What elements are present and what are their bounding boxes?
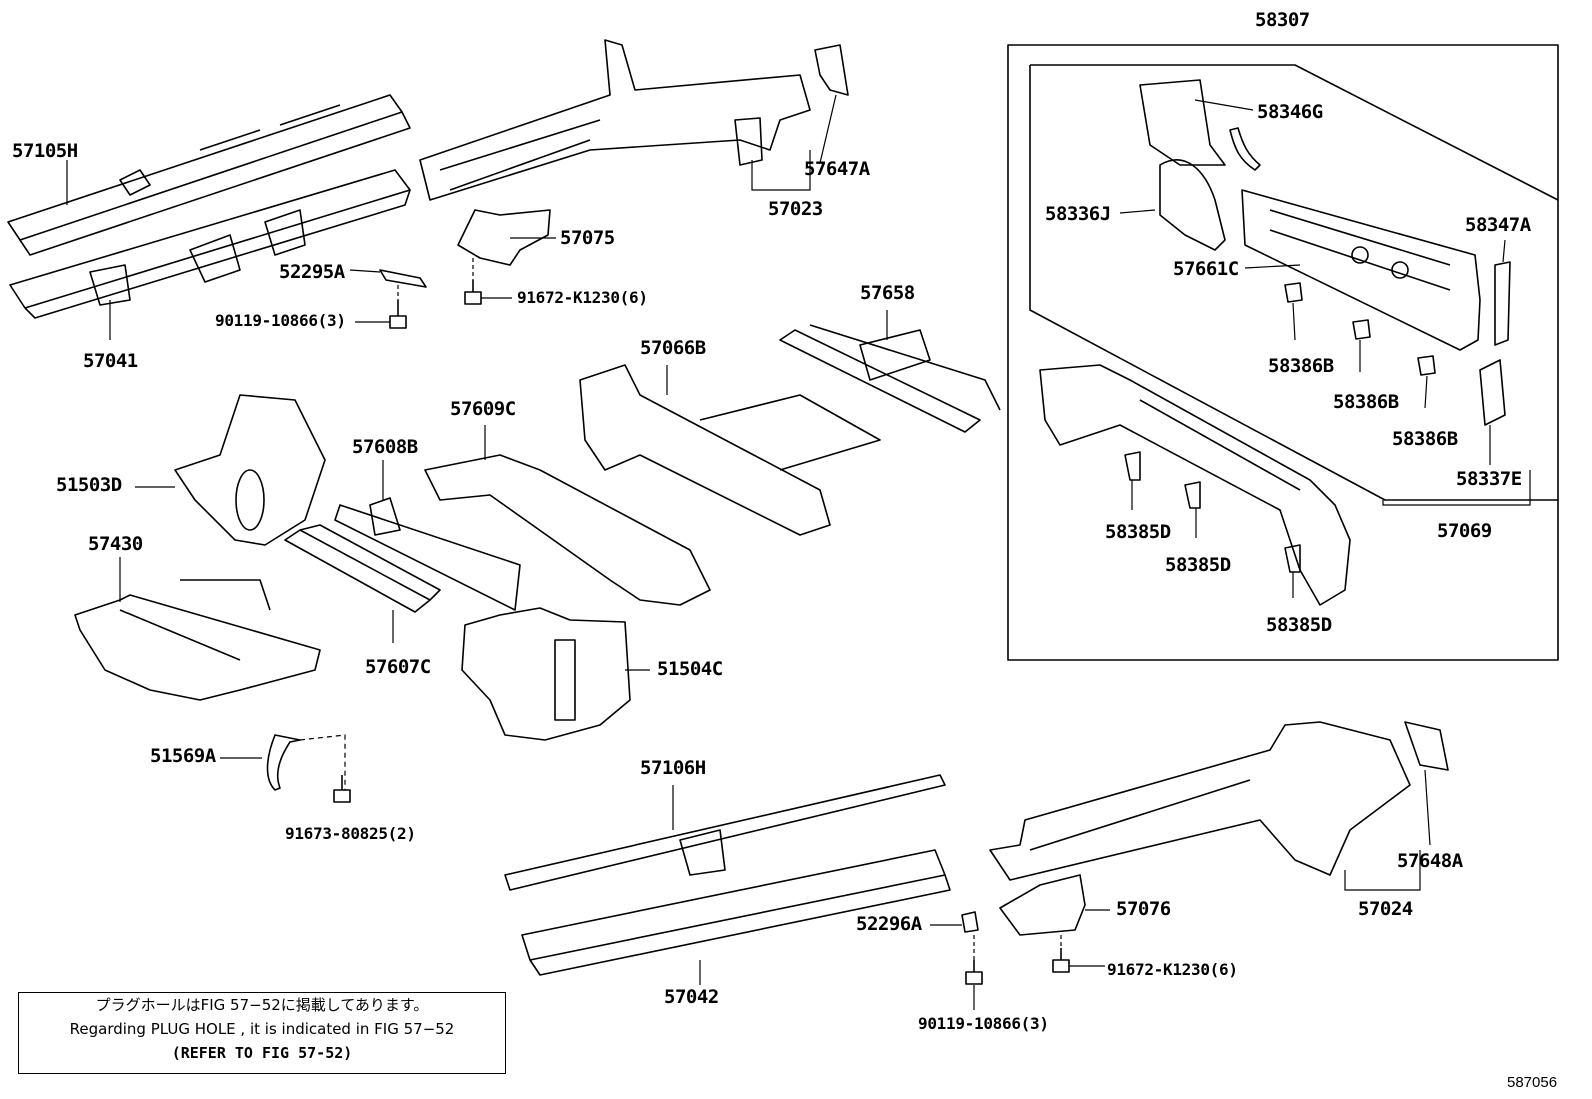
part-57041-rail[interactable] — [9, 169, 411, 319]
label-52296a[interactable]: 52296A — [856, 913, 922, 935]
label-91672-upper[interactable]: 91672-K1230(6) — [517, 288, 648, 307]
label-57607c[interactable]: 57607C — [365, 656, 431, 678]
label-51504c[interactable]: 51504C — [657, 658, 723, 680]
assembly-58307-box — [1007, 44, 1559, 661]
label-58386b-3[interactable]: 58386B — [1392, 428, 1458, 450]
part-58385d-3[interactable] — [1284, 544, 1301, 573]
label-57648a[interactable]: 57648A — [1397, 850, 1463, 872]
part-57106h-rail[interactable] — [504, 774, 946, 891]
part-57661c-panel[interactable] — [1241, 189, 1481, 351]
leader-lines — [66, 94, 1531, 1010]
note-line-japanese: プラグホールはFIG 57−52に掲載してあります。 — [95, 996, 429, 1014]
label-51503d[interactable]: 51503D — [56, 474, 122, 496]
part-57075-bracket[interactable] — [457, 209, 551, 266]
part-57023-frame[interactable] — [419, 39, 811, 201]
part-57658-crossmember[interactable] — [779, 324, 1001, 433]
label-57106h[interactable]: 57106H — [640, 757, 706, 779]
label-57069[interactable]: 57069 — [1437, 520, 1492, 542]
part-58386b-2[interactable] — [1352, 319, 1371, 340]
label-58336j[interactable]: 58336J — [1045, 203, 1111, 225]
bolt-91672-lower[interactable] — [1052, 948, 1070, 973]
note-line-english: Regarding PLUG HOLE , it is indicated in… — [69, 1020, 455, 1038]
label-58385d-2[interactable]: 58385D — [1165, 554, 1231, 576]
figure-number: 587056 — [1507, 1074, 1558, 1091]
label-57661c[interactable]: 57661C — [1173, 258, 1239, 280]
label-90119-lower[interactable]: 90119-10866(3) — [918, 1014, 1049, 1033]
note-line-reference[interactable]: (REFER TO FIG 57-52) — [171, 1044, 353, 1062]
part-57647a-bracket[interactable] — [814, 44, 849, 96]
part-57076-bracket[interactable] — [999, 874, 1086, 936]
part-51504c-bracket[interactable] — [461, 607, 631, 741]
part-58337e[interactable] — [1479, 359, 1506, 426]
label-57075[interactable]: 57075 — [560, 227, 615, 249]
part-57024-frame[interactable] — [989, 721, 1411, 881]
part-58346g[interactable] — [1139, 79, 1226, 166]
part-57430-crossmember[interactable] — [74, 579, 321, 701]
part-51503d-bracket[interactable] — [174, 394, 326, 546]
part-57069-member[interactable] — [1039, 364, 1351, 606]
label-57647a[interactable]: 57647A — [804, 158, 870, 180]
label-91673[interactable]: 91673-80825(2) — [285, 824, 416, 843]
part-57042-rail[interactable] — [521, 849, 951, 976]
part-58386b-1[interactable] — [1284, 282, 1303, 303]
label-57024[interactable]: 57024 — [1358, 898, 1413, 920]
bolt-90119-upper[interactable] — [389, 300, 407, 329]
bolt-91672-upper[interactable] — [464, 280, 482, 305]
label-58307[interactable]: 58307 — [1255, 9, 1310, 31]
label-58385d-3[interactable]: 58385D — [1266, 614, 1332, 636]
part-57648a-bracket[interactable] — [1404, 721, 1449, 771]
label-90119-upper[interactable]: 90119-10866(3) — [215, 311, 346, 330]
label-91672-lower[interactable]: 91672-K1230(6) — [1107, 960, 1238, 979]
bolt-90119-lower[interactable] — [965, 960, 983, 985]
label-52295a[interactable]: 52295A — [279, 261, 345, 283]
part-57105h-rail[interactable] — [7, 94, 411, 256]
label-57076[interactable]: 57076 — [1116, 898, 1171, 920]
label-57609c[interactable]: 57609C — [450, 398, 516, 420]
label-58386b-1[interactable]: 58386B — [1268, 355, 1334, 377]
label-57066b[interactable]: 57066B — [640, 337, 706, 359]
part-58336j[interactable] — [1159, 159, 1226, 251]
label-58386b-2[interactable]: 58386B — [1333, 391, 1399, 413]
bolt-91673[interactable] — [333, 775, 351, 803]
part-52296a-plate[interactable] — [961, 911, 979, 933]
label-57430[interactable]: 57430 — [88, 533, 143, 555]
label-51569a[interactable]: 51569A — [150, 745, 216, 767]
label-57041[interactable]: 57041 — [83, 350, 138, 372]
part-51569a-hose[interactable] — [266, 734, 301, 791]
label-57608b[interactable]: 57608B — [352, 436, 418, 458]
part-58347a[interactable] — [1494, 261, 1511, 346]
label-58385d-1[interactable]: 58385D — [1105, 521, 1171, 543]
part-58386b-3[interactable] — [1417, 355, 1436, 376]
label-58346g[interactable]: 58346G — [1257, 101, 1323, 123]
part-52295a-plate[interactable] — [379, 269, 427, 288]
label-57042[interactable]: 57042 — [664, 986, 719, 1008]
label-57658[interactable]: 57658 — [860, 282, 915, 304]
part-57066b-crossmember[interactable] — [579, 364, 881, 536]
label-57023[interactable]: 57023 — [768, 198, 823, 220]
part-trim-curve[interactable] — [1229, 127, 1261, 171]
part-57609c-crossmember[interactable] — [424, 454, 711, 606]
label-57105h[interactable]: 57105H — [12, 140, 78, 162]
part-58385d-2[interactable] — [1184, 481, 1201, 509]
label-58337e[interactable]: 58337E — [1456, 468, 1522, 490]
part-57608b-member[interactable] — [334, 497, 521, 611]
label-58347a[interactable]: 58347A — [1465, 214, 1531, 236]
plug-hole-note: プラグホールはFIG 57−52に掲載してあります。 Regarding PLU… — [18, 992, 506, 1074]
part-57607c-member[interactable] — [284, 524, 441, 613]
part-58385d-1[interactable] — [1124, 451, 1141, 481]
